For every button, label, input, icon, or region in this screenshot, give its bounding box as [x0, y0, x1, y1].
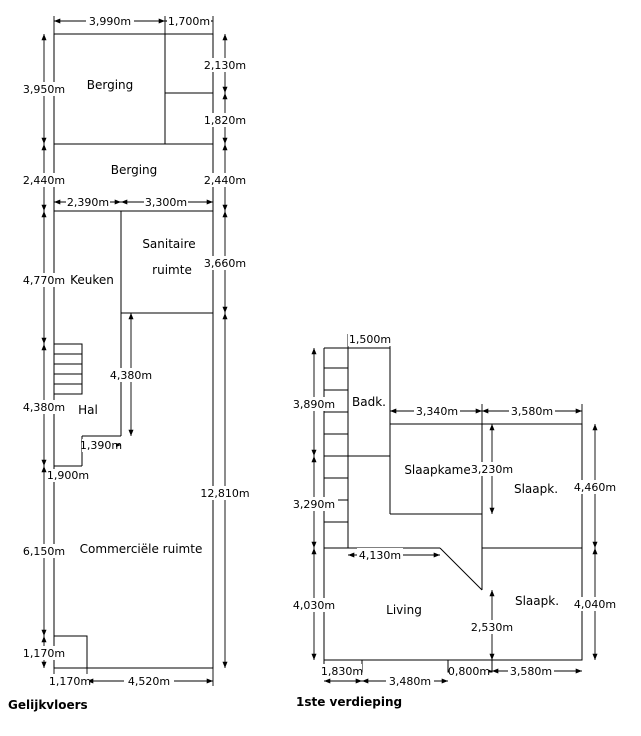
room-label-ruimte: ruimte — [152, 263, 192, 277]
stairs — [53, 343, 83, 395]
dim-label: 1,900m — [47, 469, 89, 482]
dim-label: 3,990m — [89, 15, 131, 28]
room-label-sanitaire: Sanitaire — [142, 237, 195, 251]
floor-title-1ste-verdieping: 1ste verdieping — [296, 695, 403, 709]
dim-label: 1,170m — [49, 675, 91, 688]
dim-label: 3,580m — [511, 405, 553, 418]
dim-label: 4,770m — [23, 274, 65, 287]
room-label-keuken: Keuken — [70, 273, 114, 287]
dim-label: 4,380m — [23, 401, 65, 414]
dim-label: 3,340m — [416, 405, 458, 418]
wall — [439, 547, 483, 591]
dimension-lines — [311, 334, 598, 684]
ground-floor-plan: Berging Berging Keuken Sanitaire ruimte … — [20, 14, 251, 688]
dim-label: 4,380m — [110, 369, 152, 382]
dim-label: 1,170m — [23, 647, 65, 660]
dim-label: 4,030m — [293, 599, 335, 612]
dim-label: 1,830m — [321, 665, 363, 678]
dim-label: 4,460m — [574, 481, 616, 494]
dim-label: 3,580m — [510, 665, 552, 678]
dim-label: 1,500m — [349, 333, 391, 346]
dim-label: 2,130m — [204, 59, 246, 72]
room-label-slaapk: Slaapk. — [515, 594, 559, 608]
dimension-labels: 1,500m 3,890m 3,340m 3,580m 3,230m 4,460… — [290, 332, 618, 688]
room-label-slaapk: Slaapk. — [514, 482, 558, 496]
dim-label: 6,150m — [23, 545, 65, 558]
floor-title-gelijkvloers: Gelijkvloers — [8, 698, 88, 712]
room-label-slaapkamer: Slaapkamer — [404, 463, 475, 477]
dim-label: 1,820m — [204, 114, 246, 127]
room-label-living: Living — [386, 603, 422, 617]
dim-label: 3,950m — [23, 83, 65, 96]
room-label-commercieel: Commerciële ruimte — [80, 542, 203, 556]
dim-label: 0,800m — [448, 665, 490, 678]
dim-label: 3,300m — [145, 196, 187, 209]
ground-outline — [53, 33, 214, 669]
dim-label: 4,520m — [128, 675, 170, 688]
dimension-lines — [41, 16, 228, 686]
dim-label: 3,660m — [204, 257, 246, 270]
dimension-labels: 3,990m 1,700m 3,950m 2,130m 1,820m 2,440… — [20, 14, 251, 688]
dim-label: 2,390m — [67, 196, 109, 209]
dim-label: 2,440m — [204, 174, 246, 187]
room-label-badk: Badk. — [352, 395, 386, 409]
room-label-berging: Berging — [87, 78, 134, 92]
dim-label: 1,390m — [80, 439, 122, 452]
dim-label: 12,810m — [200, 487, 249, 500]
dim-label: 1,700m — [168, 15, 210, 28]
dim-label: 3,290m — [293, 498, 335, 511]
room-label-hal: Hal — [78, 403, 98, 417]
dim-label: 2,530m — [471, 621, 513, 634]
first-floor-plan: Badk. Slaapkamer Slaapk. Slaapk. Living — [290, 332, 618, 688]
dim-label: 4,040m — [574, 598, 616, 611]
dim-label: 4,130m — [359, 549, 401, 562]
dim-label: 3,890m — [293, 398, 335, 411]
dim-label: 2,440m — [23, 174, 65, 187]
dim-label: 3,230m — [471, 463, 513, 476]
dim-label: 3,480m — [389, 675, 431, 688]
room-label-berging: Berging — [111, 163, 158, 177]
